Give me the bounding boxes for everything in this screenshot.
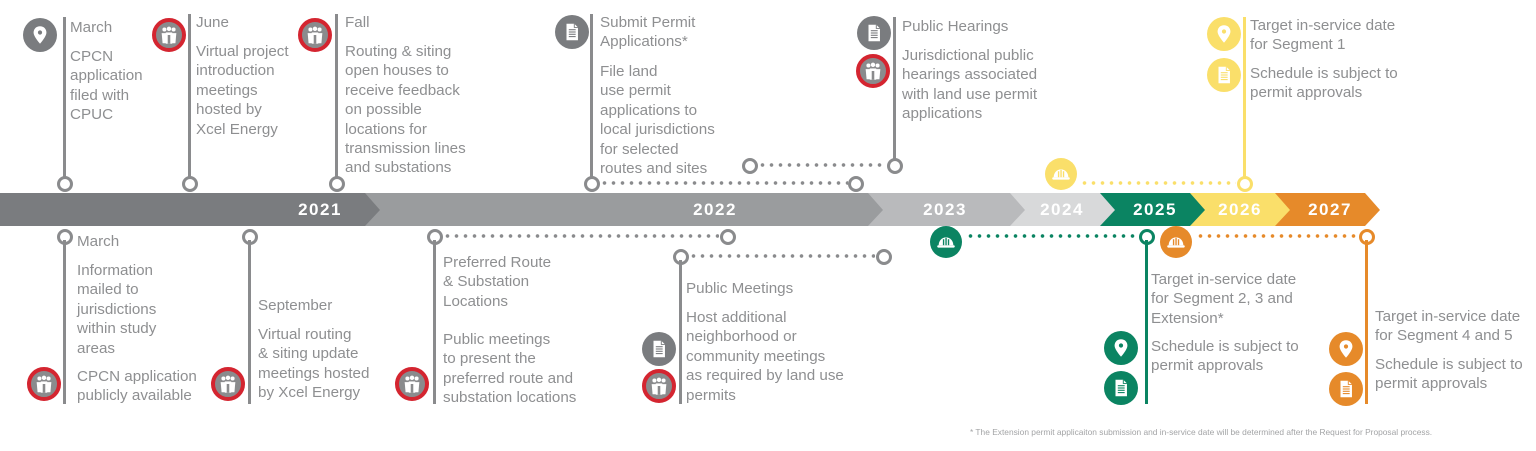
range-end-marker	[720, 229, 736, 245]
people-icon	[27, 367, 61, 401]
range-start-marker	[742, 158, 758, 174]
connector-line	[188, 14, 191, 177]
document-icon	[1104, 371, 1138, 405]
range-end-marker	[1237, 176, 1253, 192]
event-description: CPCN application filed with CPUC	[70, 48, 143, 124]
event-description: Schedule is subject to permit approvals	[1375, 356, 1523, 393]
connector-line	[590, 14, 593, 177]
year-label-2023: 2023	[923, 200, 967, 219]
map-pin-icon	[1207, 17, 1241, 51]
document-icon	[1207, 58, 1241, 92]
event-heading: Target in-service date for Segment 4 and…	[1375, 308, 1521, 345]
event-heading: Preferred Route & Substation Locations	[443, 254, 552, 310]
connector-line	[335, 14, 338, 177]
hard-hat-icon	[1160, 226, 1192, 258]
document-icon	[857, 16, 891, 50]
year-label-2025: 2025	[1133, 200, 1177, 219]
year-label-2026: 2026	[1218, 200, 1262, 219]
event-note: CPCN application publicly available	[77, 368, 197, 405]
dotted-range-line	[1080, 181, 1236, 185]
event-description: Jurisdictional public hearings associate…	[902, 47, 1038, 123]
event-heading: June	[196, 14, 229, 31]
event-heading: Target in-service date for Segment 2, 3 …	[1151, 271, 1297, 327]
connector-line	[63, 17, 66, 177]
connector-line	[1365, 240, 1368, 404]
event-description: Public meetings to present the preferred…	[443, 331, 577, 407]
map-pin-icon	[1104, 331, 1138, 365]
range-end-marker	[848, 176, 864, 192]
event-description: File land use permit applications to loc…	[600, 63, 715, 178]
milestone-marker	[57, 176, 73, 192]
dotted-range-line	[600, 181, 848, 185]
event-description: Virtual routing & siting update meetings…	[258, 326, 370, 402]
connector-line	[63, 240, 66, 404]
hard-hat-icon	[930, 226, 962, 258]
document-icon	[1329, 372, 1363, 406]
dotted-range-line	[689, 254, 875, 258]
event-heading: Public Meetings	[686, 280, 794, 297]
people-icon	[298, 18, 332, 52]
milestone-marker	[182, 176, 198, 192]
event-description: Host additional neighborhood or communit…	[686, 309, 844, 404]
event-description: Schedule is subject to permit approvals	[1151, 338, 1299, 375]
hard-hat-icon	[1045, 158, 1077, 190]
year-label-2024: 2024	[1040, 200, 1084, 219]
dotted-range-line	[758, 163, 886, 167]
map-pin-icon	[1329, 332, 1363, 366]
people-icon	[211, 367, 245, 401]
document-icon	[642, 332, 676, 366]
event-description: Virtual project introduction meetings ho…	[196, 43, 289, 138]
milestone-marker	[329, 176, 345, 192]
footnote: * The Extension permit applicaiton submi…	[970, 427, 1433, 437]
year-label-2022: 2022	[693, 200, 737, 219]
map-pin-icon	[23, 18, 57, 52]
event-heading: March	[77, 233, 120, 250]
dotted-range-line	[966, 234, 1138, 238]
people-icon	[152, 18, 186, 52]
event-heading: March	[70, 19, 113, 36]
year-label-2021: 2021	[298, 200, 342, 219]
event-heading: Public Hearings	[902, 18, 1009, 35]
year-label-2027: 2027	[1308, 200, 1352, 219]
connector-line	[248, 240, 251, 404]
people-icon	[856, 54, 890, 88]
event-description: Information mailed to jurisdictions with…	[77, 262, 157, 357]
range-end-marker	[887, 158, 903, 174]
document-icon	[555, 15, 589, 49]
connector-line	[679, 260, 682, 404]
connector-line	[1145, 240, 1148, 404]
connector-line	[893, 17, 896, 159]
connector-line	[1243, 17, 1246, 177]
event-heading: Fall	[345, 14, 370, 31]
dotted-range-line	[443, 234, 719, 238]
range-start-marker	[584, 176, 600, 192]
event-description: Schedule is subject to permit approvals	[1250, 65, 1398, 102]
dotted-range-line	[1196, 234, 1358, 238]
connector-line	[433, 240, 436, 404]
people-icon	[642, 369, 676, 403]
event-heading: Submit Permit Applications*	[600, 14, 696, 51]
event-description: Routing & siting open houses to receive …	[345, 43, 466, 177]
timeline-band-shapes	[0, 193, 1380, 226]
range-end-marker	[876, 249, 892, 265]
event-heading: September	[258, 297, 333, 314]
event-heading: Target in-service date for Segment 1	[1250, 17, 1396, 54]
people-icon	[395, 367, 429, 401]
